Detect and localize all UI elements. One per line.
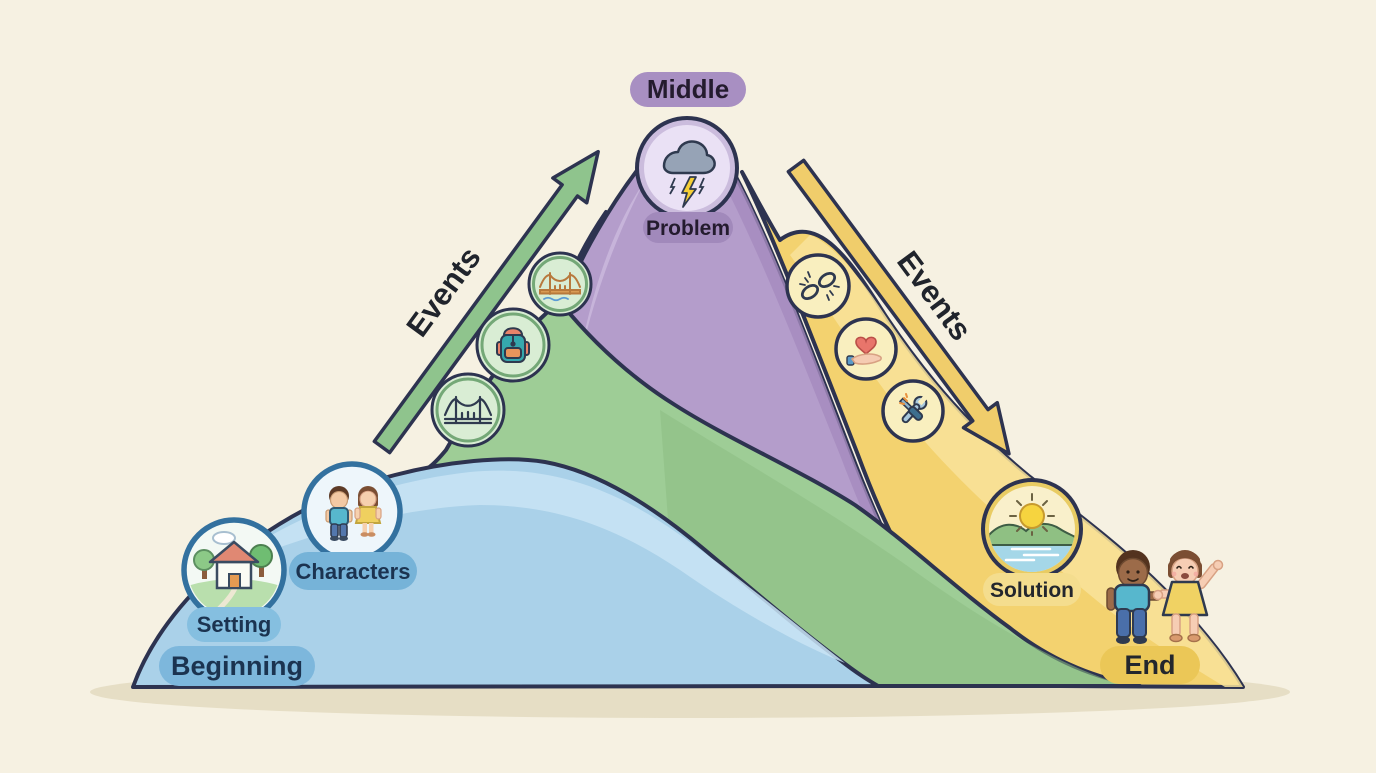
down-arrow-icon [786, 158, 1011, 456]
end-label: End [1125, 650, 1176, 680]
up-arrow-icon [372, 149, 600, 455]
event-circle-bridge-2 [527, 251, 593, 317]
event-circle-backpack [475, 307, 551, 383]
characters-icon [325, 486, 382, 541]
event-circle-tools [881, 379, 945, 443]
event-circle-bridge-1 [430, 372, 506, 448]
golden-bridge-icon [539, 272, 581, 302]
event-circle-heart-hand [834, 317, 898, 381]
end-badge: End [1100, 646, 1200, 684]
heart-in-hand-icon [846, 336, 882, 366]
bridge-icon [443, 395, 493, 425]
problem-label: Problem [646, 217, 730, 240]
beginning-label: Beginning [171, 651, 303, 681]
children-holding-hands-icon [1106, 550, 1224, 644]
solution-circle: Solution [981, 478, 1083, 606]
middle-badge: Middle [630, 72, 746, 107]
sun-over-water-icon [989, 493, 1075, 572]
problem-circle: Problem [635, 116, 739, 243]
middle-label: Middle [647, 74, 729, 104]
event-circle-broken-chain [785, 253, 851, 319]
setting-label: Setting [197, 612, 272, 637]
characters-circle: Characters [289, 461, 417, 590]
setting-circle: Setting [181, 517, 287, 642]
broken-chain-icon [799, 271, 840, 301]
beginning-badge: Beginning [159, 646, 315, 686]
solution-label: Solution [990, 579, 1074, 602]
backpack-icon [496, 327, 530, 363]
tools-icon [898, 393, 928, 424]
storm-cloud-lightning-icon [662, 140, 716, 208]
characters-label: Characters [296, 559, 411, 584]
